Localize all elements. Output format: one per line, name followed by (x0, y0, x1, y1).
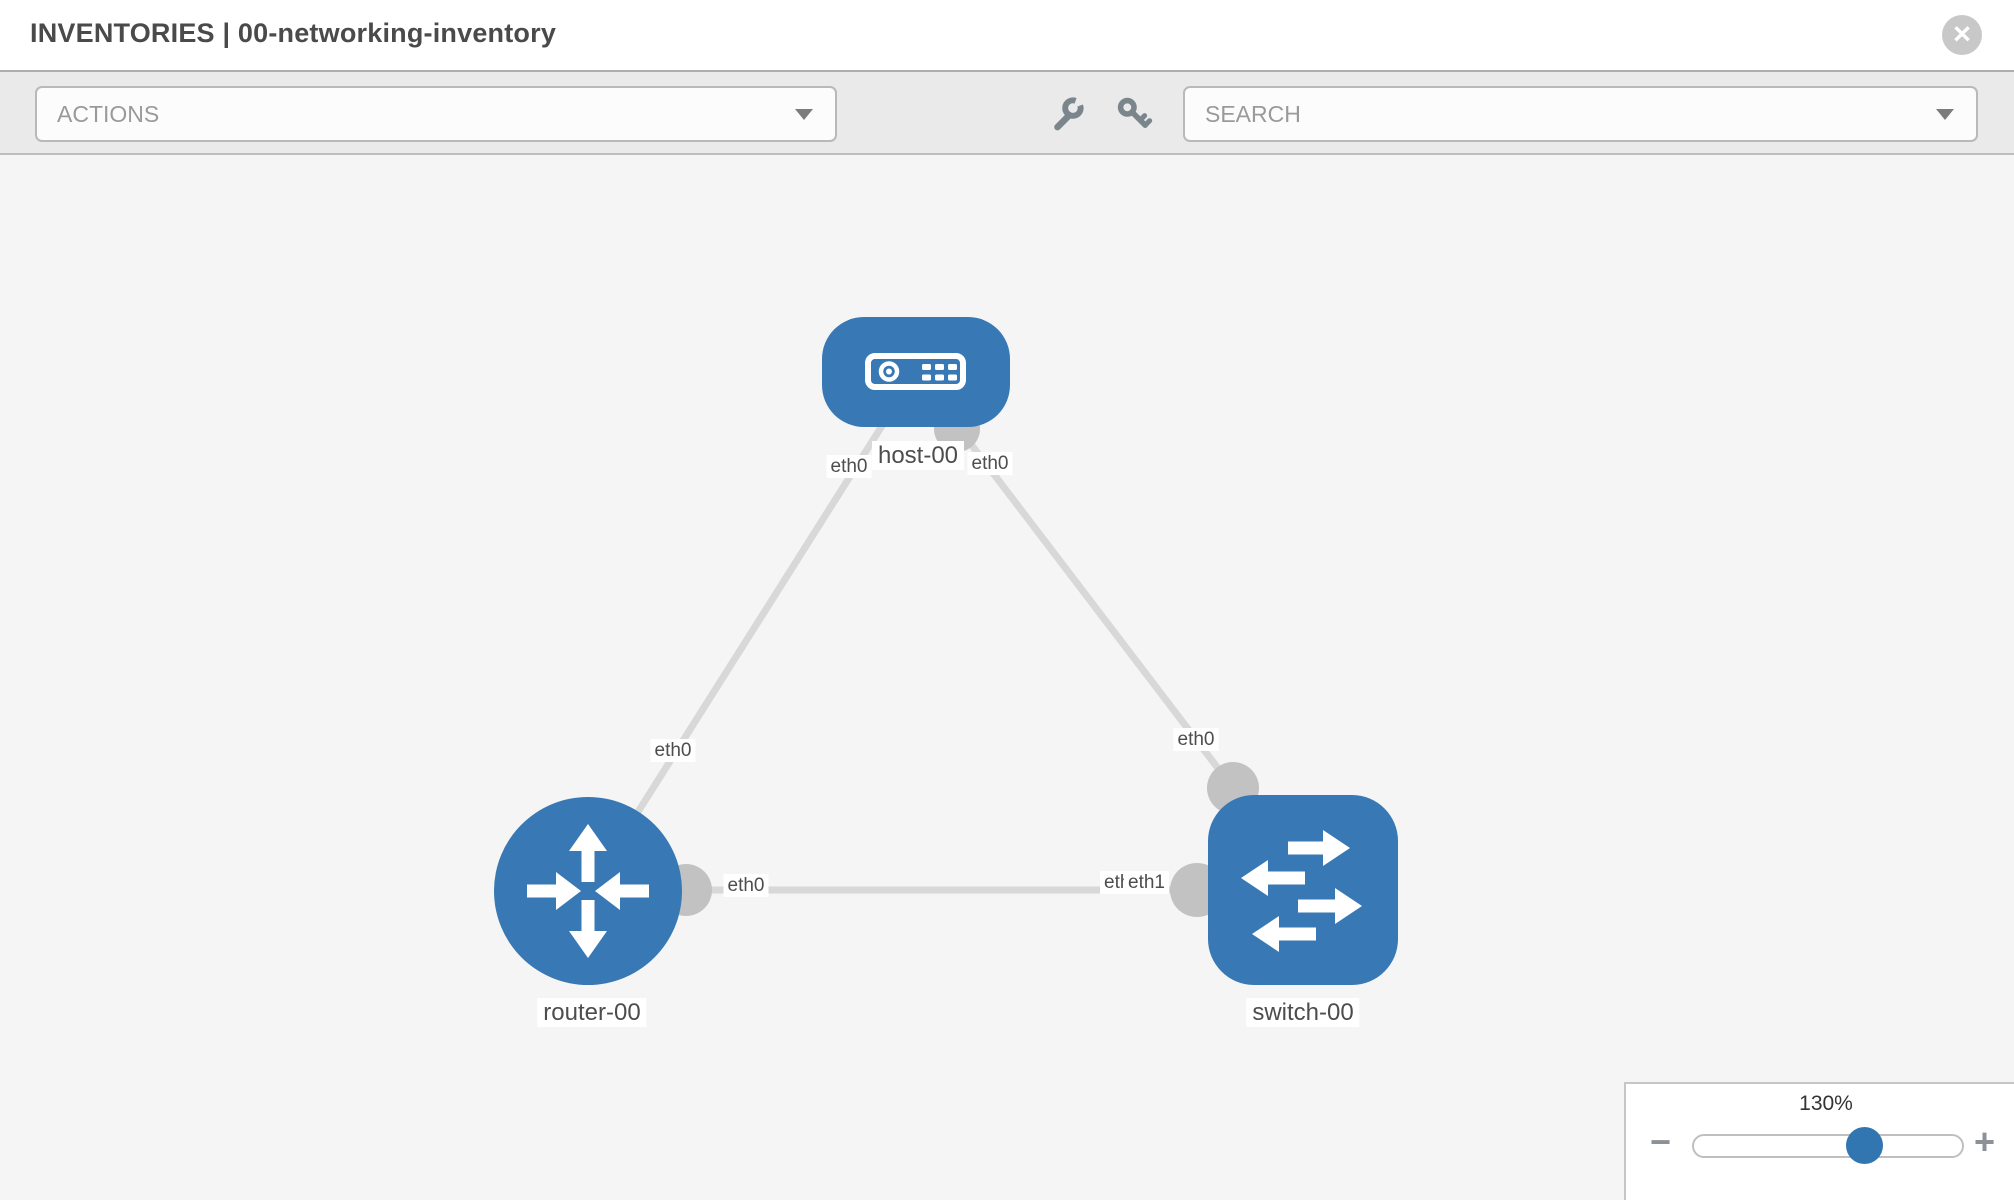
node-label-host: host-00 (871, 441, 965, 470)
interface-label-eth1: eth1 (1124, 871, 1169, 894)
interface-label-eth0: eth0 (826, 455, 872, 478)
chevron-down-icon (795, 109, 813, 120)
toolbar: ACTIONS SEARCH (0, 70, 2014, 155)
node-router-00[interactable] (494, 797, 682, 985)
node-label-router: router-00 (537, 998, 647, 1027)
close-button[interactable]: × (1942, 15, 1982, 55)
zoom-in-button[interactable]: + (1974, 1121, 1996, 1162)
interface-label-eth0: eth0 (1173, 728, 1219, 751)
zoom-out-button[interactable]: − (1650, 1121, 1672, 1162)
actions-dropdown-label: ACTIONS (57, 100, 160, 127)
switch-icon (1241, 830, 1362, 952)
header: INVENTORIES | 00-networking-inventory × (0, 0, 2014, 70)
zoom-level-value: 130% (1799, 1092, 1853, 1115)
zoom-panel: 130% − + (1624, 1082, 2014, 1200)
topology-canvas[interactable]: host-00 router-00 switch-00 eth0 eth0 et… (0, 155, 2014, 1200)
close-icon: × (1952, 16, 1972, 51)
node-switch-00[interactable] (1208, 795, 1398, 985)
topology-graph (494, 317, 1398, 985)
search-dropdown-label: SEARCH (1205, 100, 1301, 127)
chevron-down-icon (1936, 109, 1954, 120)
node-host-00[interactable] (822, 317, 1010, 427)
credentials-button[interactable] (1105, 85, 1163, 143)
interface-label-eth0: eth0 (723, 874, 769, 897)
wrench-icon (1054, 97, 1084, 131)
host-icon (865, 353, 966, 390)
actions-dropdown[interactable]: ACTIONS (35, 86, 837, 142)
search-dropdown[interactable]: SEARCH (1183, 86, 1978, 142)
interface-label-eth0: eth0 (967, 452, 1013, 475)
node-label-switch: switch-00 (1246, 998, 1360, 1027)
key-icon (1117, 97, 1153, 128)
router-icon (527, 824, 649, 958)
zoom-slider-handle[interactable] (1846, 1127, 1883, 1164)
interface-label-eth0: eth0 (650, 739, 696, 762)
configure-button[interactable] (1038, 85, 1096, 143)
page-title: INVENTORIES | 00-networking-inventory (30, 18, 557, 48)
zoom-slider-track[interactable] (1692, 1134, 1964, 1158)
